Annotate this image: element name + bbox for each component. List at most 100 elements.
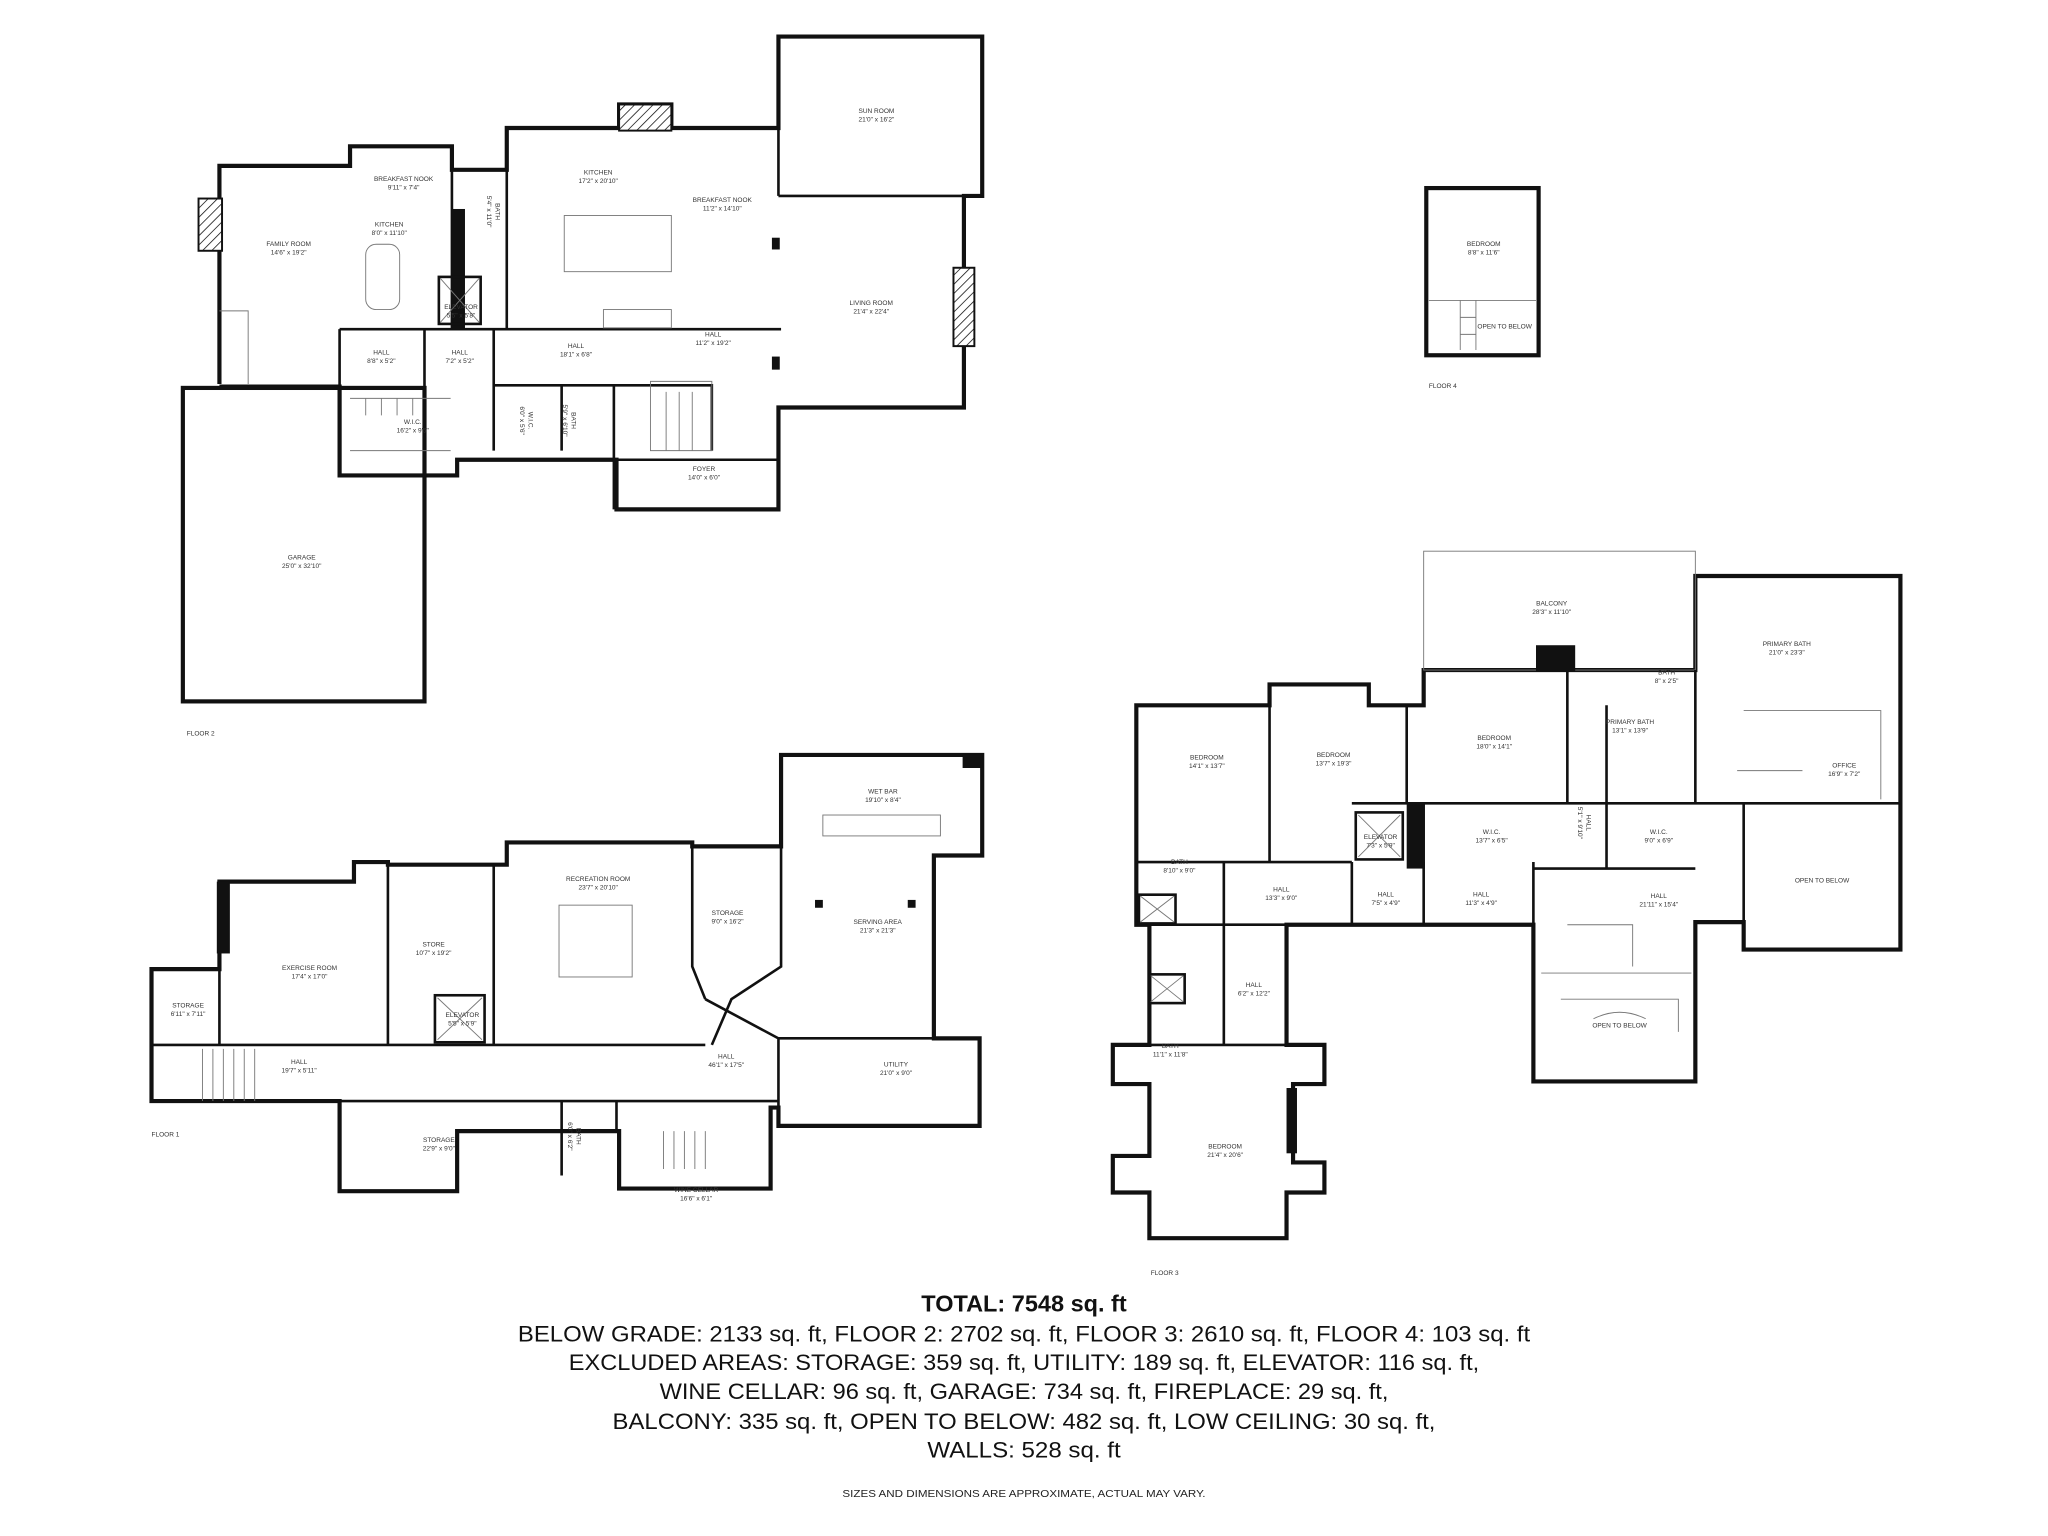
room-dimensions: 11'3" x 4'9" bbox=[1465, 900, 1497, 907]
room-name: BATH bbox=[494, 203, 501, 220]
room-name: FAMILY ROOM bbox=[266, 241, 311, 248]
room-dimensions: 22'9" x 9'0" bbox=[423, 1146, 456, 1153]
room-name: BALCONY bbox=[1536, 600, 1568, 607]
room-name: GARAGE bbox=[288, 555, 317, 562]
room-dimensions: 13'3" x 9'0" bbox=[1265, 895, 1298, 902]
room-name: ELEVATOR bbox=[1364, 834, 1398, 841]
room-name: BATH bbox=[575, 1128, 582, 1145]
room-dimensions: 9'11" x 7'4" bbox=[388, 184, 420, 191]
area-summary: TOTAL: 7548 sq. ft BELOW GRADE: 2133 sq.… bbox=[518, 1290, 1530, 1499]
floor-4-walls bbox=[1424, 185, 1541, 358]
room-dimensions: 21'0" x 23'3" bbox=[1769, 649, 1805, 656]
room-name: WINE CELLAR bbox=[674, 1187, 718, 1194]
room-name: BEDROOM bbox=[1190, 755, 1224, 762]
floor-label: FLOOR 4 bbox=[1429, 383, 1457, 390]
room-dimensions: 8'8" x 11'6" bbox=[1468, 250, 1500, 257]
room-name: BATH bbox=[569, 412, 576, 429]
summary-line: BELOW GRADE: 2133 sq. ft, FLOOR 2: 2702 … bbox=[518, 1321, 1530, 1346]
room-dimensions: 13'7" x 19'3" bbox=[1316, 760, 1352, 767]
room-name: HALL bbox=[1473, 892, 1490, 899]
summary-line: BALCONY: 335 sq. ft, OPEN TO BELOW: 482 … bbox=[613, 1409, 1436, 1434]
room-dimensions: 6'0" x 6'2" bbox=[566, 1122, 573, 1151]
floor-label: FLOOR 2 bbox=[187, 730, 215, 737]
floor-2-walls bbox=[180, 34, 985, 704]
room-name: BREAKFAST NOOK bbox=[374, 176, 434, 183]
room-name: HALL bbox=[718, 1054, 735, 1061]
room-label: W.I.C.9'0" x 6'9" bbox=[1645, 829, 1674, 844]
room-dimensions: 9'0" x 16'2" bbox=[711, 918, 744, 925]
room-dimensions: 17'2" x 20'10" bbox=[579, 178, 619, 185]
room-dimensions: 16'9" x 7'2" bbox=[1828, 771, 1861, 778]
room-name: OPEN TO BELOW bbox=[1477, 323, 1532, 330]
summary-line: EXCLUDED AREAS: STORAGE: 359 sq. ft, UTI… bbox=[569, 1350, 1479, 1375]
room-dimensions: 6'2" x 12'2" bbox=[1238, 990, 1271, 997]
floor-label: FLOOR 1 bbox=[152, 1131, 180, 1138]
room-name: RECREATION ROOM bbox=[566, 876, 630, 883]
room-dimensions: 21'0" x 16'2" bbox=[859, 116, 895, 123]
room-dimensions: 9'0" x 6'9" bbox=[1645, 837, 1674, 844]
room-dimensions: 6'11" x 7'11" bbox=[171, 1011, 206, 1018]
room-name: STORAGE bbox=[712, 910, 744, 917]
garage-outline bbox=[180, 385, 427, 704]
room-dimensions: 21'0" x 9'0" bbox=[880, 1070, 913, 1077]
room-name: BEDROOM bbox=[1477, 735, 1511, 742]
room-name: W.I.C. bbox=[404, 419, 422, 426]
room-name: BEDROOM bbox=[1317, 752, 1351, 759]
room-dimensions: 21'4" x 22'4" bbox=[853, 308, 889, 315]
room-dimensions: 6'0" x 5'6" bbox=[518, 406, 525, 435]
room-dimensions: 5'4" x 11'0" bbox=[485, 196, 492, 228]
room-name: HALL bbox=[568, 343, 585, 350]
room-label: HALL 13'3" x 9'0" bbox=[1265, 886, 1298, 901]
room-name: BATH bbox=[1171, 859, 1188, 866]
room-dimensions: 21'11" x 15'4" bbox=[1639, 901, 1679, 908]
room-name: FOYER bbox=[693, 466, 716, 473]
room-dimensions: 5'5" x 5'9" bbox=[448, 1020, 477, 1027]
room-dimensions: 8'0" x 11'10" bbox=[372, 230, 408, 237]
room-dimensions: 23'7" x 20'10" bbox=[579, 884, 619, 891]
room-dimensions: 8" x 2'5" bbox=[1655, 678, 1679, 685]
room-name: BREAKFAST NOOK bbox=[693, 197, 753, 204]
room-dimensions: 18'1" x 6'8" bbox=[560, 352, 593, 359]
room-name: LIVING ROOM bbox=[849, 300, 892, 307]
room-dimensions: 14'0" x 6'0" bbox=[688, 474, 721, 481]
room-name: OPEN TO BELOW bbox=[1795, 877, 1850, 884]
fireplace-icon bbox=[952, 266, 976, 348]
room-name: WET BAR bbox=[868, 788, 898, 795]
room-label: KITCHEN 17'2" x 20'10" bbox=[579, 169, 619, 184]
room-name: HALL bbox=[1273, 886, 1290, 893]
room-dimensions: 46'1" x 17'5" bbox=[708, 1062, 744, 1069]
fireplace-icon bbox=[618, 103, 673, 132]
room-label: W.I.C.16'2" x 9'5" bbox=[397, 419, 430, 434]
room-name: ELEVATOR bbox=[446, 1012, 480, 1019]
room-name: KITCHEN bbox=[584, 169, 613, 176]
room-dimensions: 11'2" x 19'2" bbox=[696, 340, 732, 347]
room-name: STORAGE bbox=[172, 1003, 204, 1010]
room-dimensions: 5'1" x 9'10" bbox=[1576, 807, 1583, 840]
room-name: ELEVATOR bbox=[444, 304, 478, 311]
